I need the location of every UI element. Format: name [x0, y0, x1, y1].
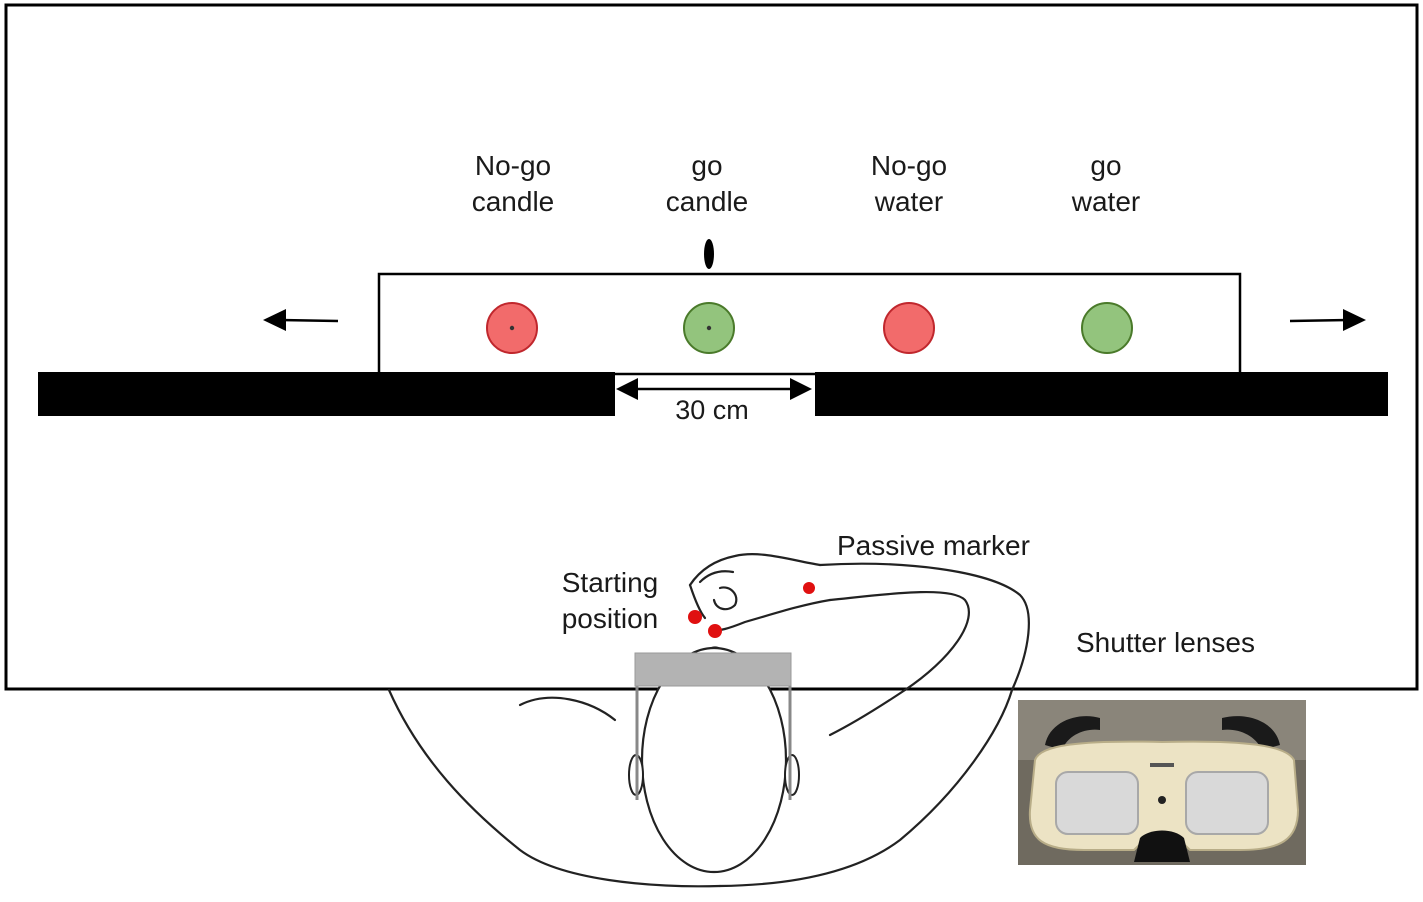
goggles-top-view	[634, 652, 792, 800]
starting-position-label-line1: Starting	[562, 567, 659, 598]
target-label-3-line1: No-go	[871, 150, 947, 181]
starting-position-marker-1	[688, 610, 702, 624]
participant-outline	[387, 553, 1030, 888]
target-center-dot-2	[706, 325, 712, 331]
target-label-4-line2: water	[1071, 186, 1140, 217]
starting-position-marker-2	[708, 624, 722, 638]
shutter-lenses-photo	[1018, 700, 1306, 865]
target-label-4-line1: go	[1090, 150, 1121, 181]
right-arrow-icon	[1289, 309, 1366, 331]
distance-label: 30 cm	[675, 395, 749, 425]
rail-bar-left	[38, 372, 615, 416]
right-ear	[784, 754, 800, 796]
target-circle-4	[1081, 302, 1133, 354]
target-circles	[486, 302, 1133, 354]
target-labels: No-go candle go candle No-go water go wa…	[472, 150, 1140, 217]
starting-position-label-line2: position	[562, 603, 659, 634]
target-center-dot-1	[509, 325, 515, 331]
rail-bar-right	[815, 372, 1388, 416]
target-label-2-line1: go	[691, 150, 722, 181]
target-circle-3	[883, 302, 935, 354]
left-arrow-icon	[263, 309, 339, 331]
target-label-1-line2: candle	[472, 186, 555, 217]
target-label-2-line2: candle	[666, 186, 749, 217]
shutter-lenses-label: Shutter lenses	[1076, 627, 1255, 658]
passive-marker-label: Passive marker	[837, 530, 1030, 561]
passive-marker-dot	[803, 582, 815, 594]
distance-indicator	[616, 378, 812, 400]
target-label-1-line1: No-go	[475, 150, 551, 181]
participant-head	[628, 646, 800, 874]
fixation-marker	[704, 239, 714, 269]
target-label-3-line2: water	[874, 186, 943, 217]
